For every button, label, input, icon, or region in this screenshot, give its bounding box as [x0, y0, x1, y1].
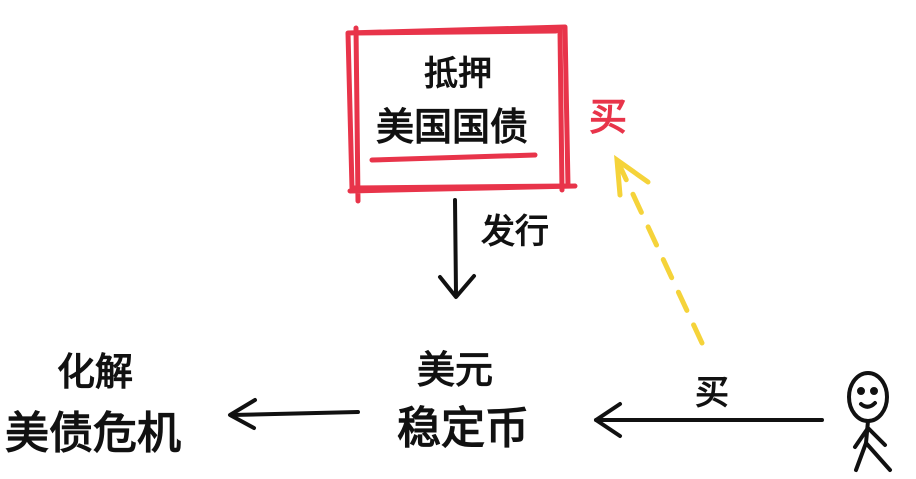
stick-figure-icon — [847, 371, 892, 472]
stablecoin-line-1: 美元 — [417, 348, 493, 392]
box-line-2: 美国国债 — [376, 105, 528, 149]
box-line-1: 抵押 — [424, 54, 492, 94]
stablecoin-line-2: 稳定币 — [397, 403, 529, 454]
buy-label-black: 买 — [695, 373, 729, 413]
buy-arrow — [594, 402, 824, 438]
collateral-box — [345, 24, 578, 204]
dashed-buy-arrow — [614, 154, 705, 346]
box-underline — [369, 152, 538, 163]
resolve-line-1: 化解 — [57, 350, 133, 394]
resolve-arrow — [228, 398, 360, 430]
buy-label-red: 买 — [589, 95, 627, 139]
issue-arrow — [438, 198, 476, 299]
issue-label: 发行 — [481, 212, 549, 252]
resolve-line-2: 美债危机 — [5, 408, 181, 459]
